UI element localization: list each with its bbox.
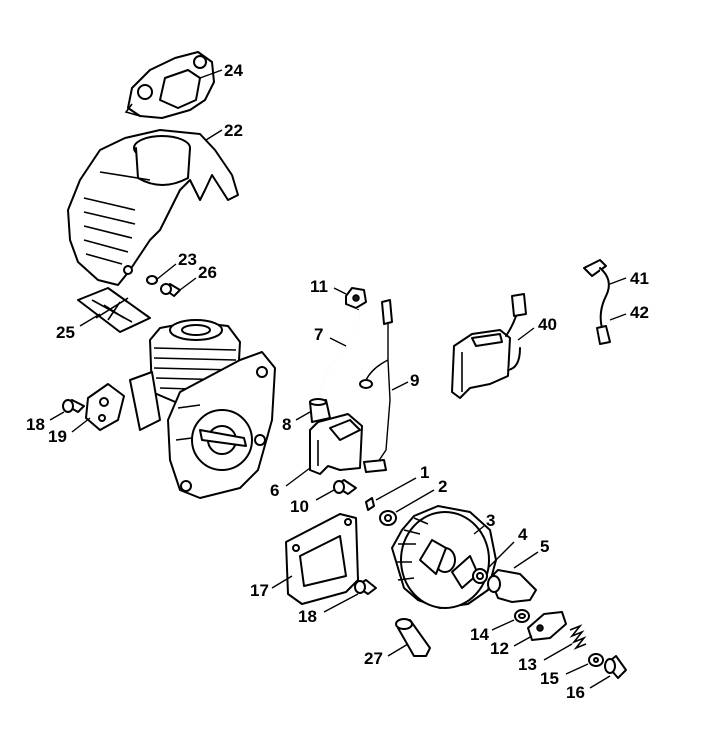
callout-19: 19 (48, 427, 67, 446)
leader-42 (609, 313, 627, 321)
part-22-shroud (67, 129, 239, 286)
part-8-boot (309, 398, 331, 423)
part-27-sleeve (395, 618, 431, 657)
part-5-nut (487, 569, 537, 603)
leader-10 (315, 489, 335, 501)
part-19-cover (85, 383, 125, 431)
leader-23 (155, 263, 177, 281)
callout-10: 10 (290, 497, 309, 516)
callout-42: 42 (630, 303, 649, 322)
callout-13: 13 (518, 655, 537, 674)
leader-25 (79, 313, 101, 327)
callout-40: 40 (538, 315, 557, 334)
callout-18-bottom: 18 (298, 607, 317, 626)
part-9-short-circuit-wire (359, 299, 393, 473)
part-42-terminal (596, 325, 611, 345)
part-40-ignition-module (451, 293, 527, 399)
leader-9 (391, 381, 409, 391)
callout-24: 24 (224, 61, 243, 80)
part-16-screw (604, 655, 627, 679)
part-3-flywheel (391, 505, 497, 609)
callout-15: 15 (540, 669, 559, 688)
leader-41 (609, 277, 627, 285)
leader-40 (517, 327, 535, 341)
callout-17: 17 (250, 581, 269, 600)
leader-18b (323, 593, 359, 613)
callout-1: 1 (420, 463, 429, 482)
leader-16 (589, 675, 611, 689)
part-18-screw-left (62, 399, 85, 413)
callout-26: 26 (198, 263, 217, 282)
part-11-cap (345, 287, 367, 309)
callout-23: 23 (178, 250, 197, 269)
part-6-ignition-module (309, 413, 363, 475)
callout-41: 41 (630, 269, 649, 288)
callout-16: 16 (566, 683, 585, 702)
leader-7 (329, 337, 347, 347)
leader-15 (565, 663, 589, 675)
part-24-intake-adapter (124, 51, 215, 119)
leader-1 (375, 477, 417, 501)
part-15-washer (588, 653, 604, 667)
part-17-baffle-plate (285, 513, 359, 605)
leader-22 (205, 129, 223, 141)
part-13-spring (569, 624, 587, 650)
leader-18a (49, 411, 65, 421)
part-14-washer (514, 609, 530, 623)
part-4-washer (472, 568, 488, 584)
callout-7: 7 (314, 325, 323, 344)
callout-9: 9 (410, 371, 419, 390)
part-26-screw (160, 283, 181, 297)
callout-11: 11 (310, 277, 328, 296)
leader-11 (333, 287, 347, 295)
part-23-washer (146, 275, 158, 285)
leader-3 (473, 525, 485, 535)
leader-4 (487, 541, 515, 569)
part-7-ignition-lead (316, 309, 360, 401)
leader-8 (295, 411, 311, 421)
callout-2: 2 (438, 477, 447, 496)
callout-25: 25 (56, 323, 75, 342)
leader-12 (513, 635, 533, 647)
leader-17 (271, 575, 293, 589)
part-41-wire (583, 259, 610, 329)
callout-18-left: 18 (26, 415, 45, 434)
callout-8: 8 (282, 415, 291, 434)
part-2-washer (379, 510, 397, 526)
callout-27: 27 (364, 649, 383, 668)
leader-14 (491, 619, 515, 631)
part-18-screw-bottom (354, 579, 377, 595)
callout-4: 4 (518, 525, 528, 544)
callout-labels: 24 22 23 26 25 11 7 41 42 40 9 8 18 19 6… (26, 61, 649, 702)
leader-lines (49, 69, 627, 689)
leader-26 (179, 277, 197, 291)
callout-14: 14 (470, 625, 489, 644)
part-12-pawl (527, 611, 567, 641)
callout-5: 5 (540, 537, 549, 556)
leader-24 (199, 69, 223, 79)
leader-19 (71, 417, 91, 433)
leader-2 (395, 489, 435, 513)
callout-22: 22 (224, 121, 243, 140)
leader-6 (285, 467, 311, 487)
part-10-screw (333, 479, 357, 495)
callout-12: 12 (490, 639, 509, 658)
callout-3: 3 (486, 511, 495, 530)
leader-27 (387, 643, 409, 657)
part-25-gasket (77, 287, 151, 333)
leader-13 (543, 643, 573, 661)
part-1-key (365, 497, 375, 511)
leader-5 (513, 551, 539, 569)
engine-cylinder-crankcase (129, 319, 276, 499)
callout-6: 6 (270, 481, 279, 500)
